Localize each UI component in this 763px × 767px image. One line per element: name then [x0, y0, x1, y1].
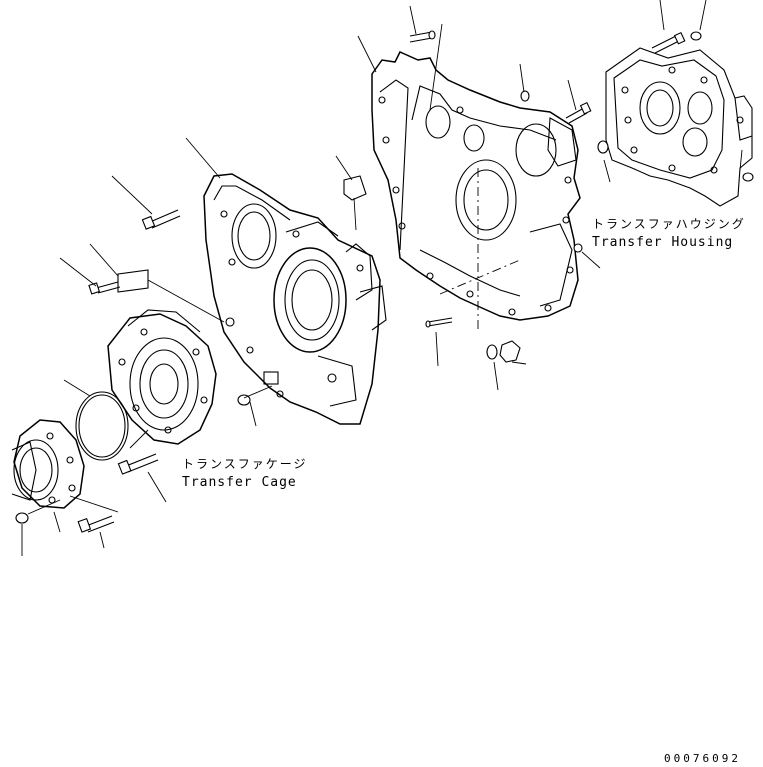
transfer-housing	[605, 0, 754, 207]
transfer-housing-label-jp: トランスファハウジング	[592, 217, 746, 231]
cage-bolt	[117, 453, 167, 503]
transfer-cage	[59, 137, 387, 427]
bearing-cover	[107, 309, 217, 449]
transfer-housing-label-en: Transfer Housing	[592, 235, 734, 250]
transfer-cage-label-jp: トランスファケージ	[182, 457, 308, 471]
o-ring	[63, 379, 129, 461]
transfer-case-main	[357, 5, 611, 391]
transfer-cage-label-en: Transfer Cage	[182, 475, 297, 490]
flange-retainer	[11, 419, 119, 556]
drawing-number: 00076092	[664, 752, 741, 765]
